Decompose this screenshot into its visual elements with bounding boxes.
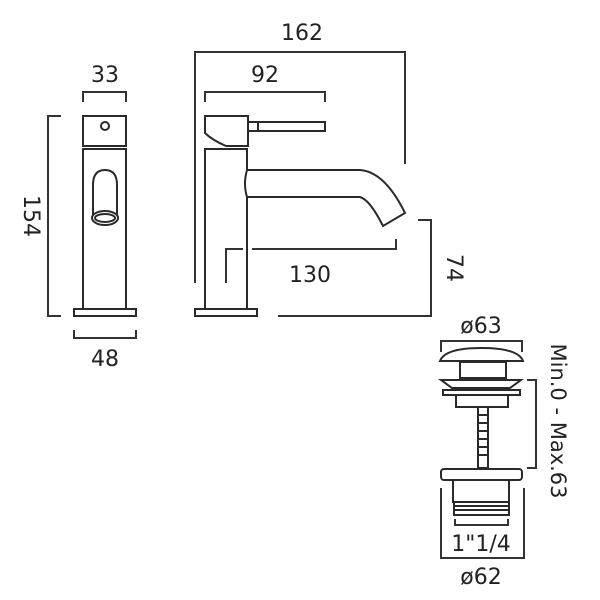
stem-thread-lines: [478, 414, 488, 456]
dim-154-label: 154: [18, 195, 43, 237]
side-lever-collar: [247, 121, 259, 132]
side-spout: [244, 169, 407, 228]
dim-thread-label: 1"1/4: [451, 532, 511, 557]
waste-base-body: [452, 479, 510, 503]
dim-63-label: ø63: [460, 314, 501, 339]
base-thread-lines: [454, 505, 509, 511]
dim-130-label: 130: [289, 263, 331, 288]
dim-62-label: ø62: [460, 565, 501, 590]
dim-74-bracket: [278, 219, 432, 317]
waste-threaded-stem: [477, 406, 489, 469]
front-spout: [92, 168, 118, 217]
waste-flange: [437, 379, 525, 389]
dim-92-label: 92: [251, 63, 279, 88]
waste-cap: [438, 346, 525, 362]
side-view: 162 92 130 74: [194, 21, 466, 317]
side-base: [194, 308, 258, 317]
dim-adjust-label: Min.0 - Max.63: [546, 343, 570, 498]
dim-33-label: 33: [91, 63, 119, 88]
waste-base-flange: [440, 468, 523, 481]
dim-thread-bracket: [454, 519, 509, 526]
front-handle-pin: [100, 121, 110, 131]
waste-thread: [453, 501, 510, 516]
side-handle-block: [204, 115, 249, 147]
side-body: [204, 148, 248, 310]
dim-adjust-bracket: [527, 379, 537, 469]
dim-154-bracket: [47, 115, 61, 317]
dim-48-bracket: [73, 330, 137, 339]
dim-130-bracket: [225, 239, 397, 283]
dim-63-bracket: [440, 340, 523, 352]
dim-92-bracket: [204, 91, 326, 102]
dim-162-bracket: [194, 51, 406, 283]
front-handle-block: [82, 115, 127, 147]
dim-74-label: 74: [441, 254, 466, 282]
front-spout-outlet-inner: [94, 213, 116, 223]
dim-62-bracket: [440, 488, 525, 559]
side-lever: [257, 121, 326, 132]
dim-48-label: 48: [91, 347, 119, 372]
front-view: 33 154 48: [18, 63, 137, 372]
dim-162-label: 162: [281, 21, 323, 46]
dim-33-bracket: [82, 91, 127, 102]
waste-view: ø63 Min.0 - Max.63 1"1/4 ø62: [437, 314, 570, 590]
front-base: [73, 308, 137, 317]
waste-neck: [459, 361, 507, 379]
waste-body-top: [455, 394, 509, 408]
